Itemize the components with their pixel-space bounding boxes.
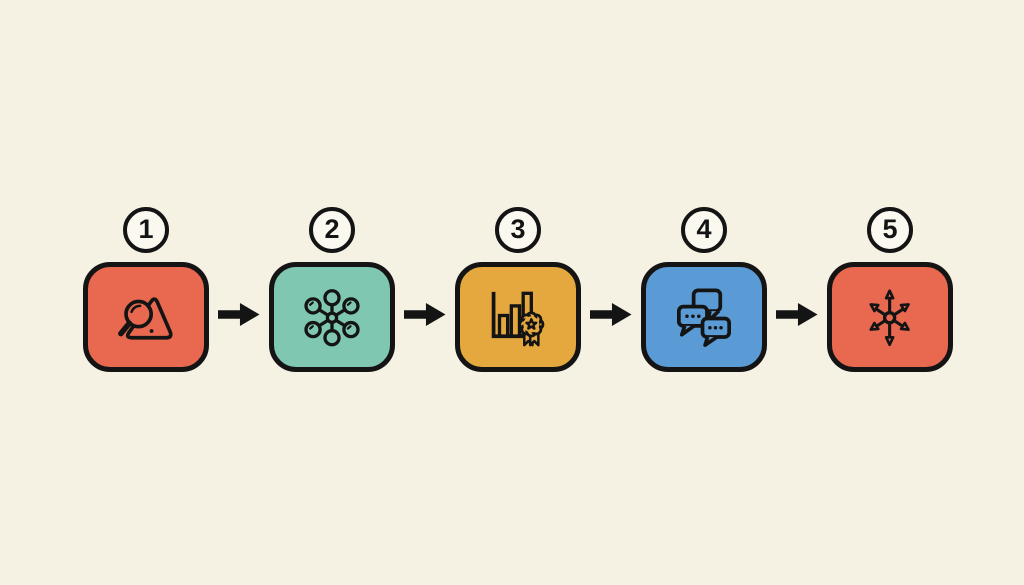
- step-1-number-label: 1: [138, 213, 154, 244]
- step-2-box: [269, 262, 395, 372]
- flow-arrow-icon: [218, 303, 260, 326]
- radiating-arrows-icon: [869, 289, 910, 347]
- step-4-number-label: 4: [696, 213, 712, 244]
- step-2-number-label: 2: [324, 213, 340, 244]
- step-4-box: [641, 262, 767, 372]
- magnifier-triangle-icon: [118, 297, 173, 340]
- step-3-box: [455, 262, 581, 372]
- flow-row: 1 2: [0, 207, 1024, 372]
- step-5-number-badge: 5: [867, 207, 913, 253]
- step-2: 2: [269, 207, 395, 372]
- step-3-number-label: 3: [510, 213, 526, 244]
- step-4-number-badge: 4: [681, 207, 727, 253]
- flow-arrow-icon: [404, 303, 446, 326]
- step-5-number-label: 5: [882, 213, 898, 244]
- flow-arrow-icon: [776, 303, 818, 326]
- chat-bubbles-icon: [676, 288, 732, 347]
- step-5: 5: [827, 207, 953, 372]
- step-1: 1: [83, 207, 209, 372]
- step-1-box: [83, 262, 209, 372]
- step-3-number-badge: 3: [495, 207, 541, 253]
- network-hub-icon: [304, 289, 360, 347]
- step-1-number-badge: 1: [123, 207, 169, 253]
- bar-chart-award-icon: [491, 291, 545, 347]
- step-4: 4: [641, 207, 767, 372]
- step-3: 3: [455, 207, 581, 372]
- flow-arrow-icon: [590, 303, 632, 326]
- step-2-number-badge: 2: [309, 207, 355, 253]
- step-5-box: [827, 262, 953, 372]
